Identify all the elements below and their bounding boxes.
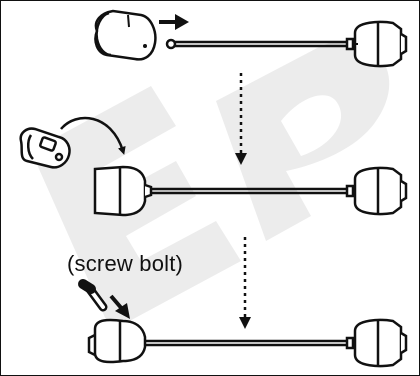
right-cap-icon <box>345 20 408 68</box>
rod <box>175 40 347 48</box>
left-cap-icon <box>93 165 153 217</box>
rod <box>145 339 347 347</box>
curved-arrow-icon <box>60 116 126 155</box>
right-cap-icon <box>345 166 408 216</box>
diagonal-arrow-icon <box>109 294 130 319</box>
row-2 <box>19 116 408 217</box>
row-3 <box>78 279 408 368</box>
bolt-icon <box>78 279 108 312</box>
row-1 <box>94 9 408 68</box>
dotted-down-arrow-1 <box>235 73 247 165</box>
end-cap-icon <box>94 9 157 61</box>
screw-bolt-label: (screw bolt) <box>67 251 184 276</box>
right-arrow-icon <box>159 14 189 30</box>
right-cap-icon <box>345 318 408 368</box>
rod <box>151 187 347 195</box>
clip-icon <box>19 127 71 169</box>
dotted-down-arrow-2 <box>239 237 251 329</box>
left-cap-icon <box>87 318 147 364</box>
rod-end-icon <box>165 38 177 50</box>
